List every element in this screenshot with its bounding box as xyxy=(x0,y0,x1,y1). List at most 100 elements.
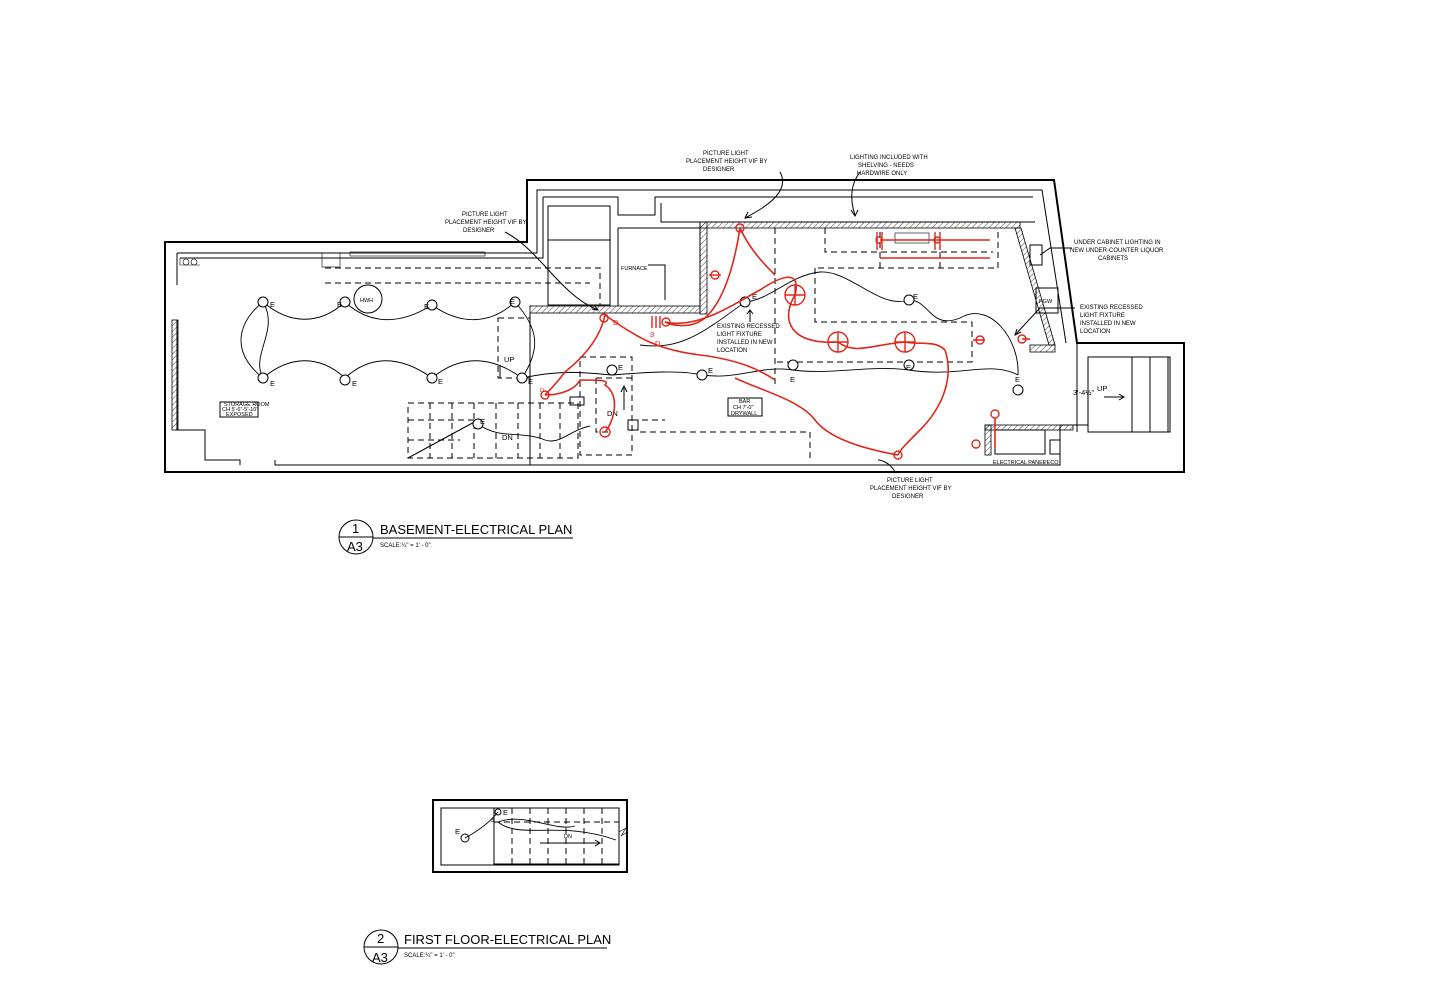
exterior-walls xyxy=(164,179,1185,473)
note-recessed-right-l2: LIGHT FIXTURE xyxy=(1080,313,1125,319)
label-e-7: E xyxy=(438,377,443,386)
stair-height: 3'-4½" xyxy=(1073,388,1095,397)
title-block-basement: 1 A3 BASEMENT-ELECTRICAL PLAN SCALE:¼" =… xyxy=(338,519,573,555)
fixture-e-8 xyxy=(516,372,528,384)
label-dn-basement: DN xyxy=(502,433,513,442)
fixture-e-14 xyxy=(903,294,915,306)
note-recessed-right-l1: EXISTING RECESSED xyxy=(1080,305,1143,311)
note-picture-light-top-l2: PLACEMENT HEIGHT VIF BY xyxy=(686,159,767,165)
label-dn-center: DN xyxy=(607,409,618,418)
dimmer-d-1: D xyxy=(613,318,619,327)
fixture-e-4 xyxy=(509,296,521,308)
note-recessed-right: EXISTING RECESSED LIGHT FIXTURE INSTALLE… xyxy=(1080,305,1143,335)
label-e-1: E xyxy=(270,300,275,309)
sheet-ref-1: A3 xyxy=(347,539,363,554)
note-shelving-l2: SHELVING - NEEDS xyxy=(858,163,914,169)
fixture-e-13 xyxy=(1012,384,1024,396)
note-recessed-center: EXISTING RECESSED LIGHT FIXTURE INSTALLE… xyxy=(717,324,780,354)
label-electrical-panel: ELECTRICAL PANEL xyxy=(993,460,1046,466)
note-recessed-right-l3: INSTALLED IN NEW xyxy=(1080,321,1136,327)
label-hwh: HWH xyxy=(360,298,373,304)
label-3-ff: 3 xyxy=(491,818,494,824)
sheet-ref-2: A3 xyxy=(372,950,388,965)
note-picture-light-left: PICTURE LIGHT PLACEMENT HEIGHT VIF BY DE… xyxy=(445,212,526,234)
first-floor-plan: E E 3 DN xyxy=(432,799,628,873)
note-picture-light-top-l3: DESIGNER xyxy=(703,167,735,173)
note-shelving-l1: LIGHTING INCLUDED WITH xyxy=(850,155,928,161)
note-recessed-center-l3: INSTALLED IN NEW xyxy=(717,340,773,346)
note-picture-light-top: PICTURE LIGHT PLACEMENT HEIGHT VIF BY DE… xyxy=(686,151,767,173)
label-e-ff-1: E xyxy=(455,827,460,836)
label-e-ff-2: E xyxy=(503,808,508,817)
label-e-14: E xyxy=(913,292,918,301)
dimmer-d-3: D xyxy=(540,388,544,394)
fixture-e-2 xyxy=(339,296,351,308)
bar-finish: DRYWALL xyxy=(731,411,757,417)
note-picture-light-bottom-l2: PLACEMENT HEIGHT VIF BY xyxy=(870,486,951,492)
note-picture-light-left-l2: PLACEMENT HEIGHT VIF BY xyxy=(445,220,526,226)
new-circuit xyxy=(544,227,1030,456)
ceiling-soffits xyxy=(774,228,999,385)
label-e-4: E xyxy=(510,297,515,306)
basement-stairs: UP DN DN UP 3'-4½" xyxy=(407,317,1171,459)
label-up-left: UP xyxy=(504,355,514,364)
label-e-11: E xyxy=(790,375,795,384)
note-picture-light-left-l3: DESIGNER xyxy=(463,228,495,234)
existing-circuit xyxy=(240,271,1019,442)
room-tag-storage: STORAGE ROOM CH 5'-6"-5'-10" EXPOSED xyxy=(219,401,270,418)
dimmer-d-2: D xyxy=(655,339,661,348)
bar-name: BAR xyxy=(739,399,750,405)
fixture-e-7 xyxy=(426,372,438,384)
label-peco: PECO xyxy=(1043,460,1059,466)
fixture-new-3 xyxy=(893,450,903,460)
interior-partitions xyxy=(179,205,701,465)
switch-bank xyxy=(661,317,671,327)
room-tag-bar: BAR CH 7'-0" DRYWALL xyxy=(727,397,763,417)
label-e-10: E xyxy=(708,366,713,375)
new-fixtures: D D 3 D xyxy=(540,223,1027,460)
storage-name: STORAGE ROOM xyxy=(224,402,270,408)
fixture-e-5 xyxy=(257,372,269,384)
label-e-15: E xyxy=(752,292,757,301)
label-e-12: E xyxy=(906,363,911,372)
label-up-exterior: UP xyxy=(1097,384,1107,393)
label-dn-ff: DN xyxy=(564,834,572,840)
note-shelving-lighting: LIGHTING INCLUDED WITH SHELVING - NEEDS … xyxy=(850,155,928,177)
note-under-cabinet-l3: CABINETS xyxy=(1098,256,1128,262)
note-picture-light-top-l1: PICTURE LIGHT xyxy=(703,151,749,157)
fixture-new-2 xyxy=(735,223,745,233)
storage-ceiling: CH 5'-6"-5'-10" xyxy=(222,407,258,413)
detail-number-1: 1 xyxy=(352,521,359,536)
three-way-3: 3 xyxy=(650,330,654,339)
label-furnace: FURNACE xyxy=(621,266,648,272)
outlet-6 xyxy=(971,439,981,449)
note-picture-light-left-l1: PICTURE LIGHT xyxy=(462,212,508,218)
outlet-3 xyxy=(975,335,985,345)
label-e-3: E xyxy=(424,302,429,311)
label-e-5: E xyxy=(270,379,275,388)
title-block-first-floor: 2 A3 FIRST FLOOR-ELECTRICAL PLAN SCALE:¼… xyxy=(363,929,611,965)
note-picture-light-bottom-l3: DESIGNER xyxy=(892,494,924,500)
label-pgw: PGW xyxy=(1039,299,1053,305)
note-leaders xyxy=(504,171,1075,473)
water-heater xyxy=(353,284,383,314)
fixture-e-10 xyxy=(696,369,708,381)
label-e-16: E xyxy=(480,417,485,426)
label-e-9: E xyxy=(618,363,623,372)
fixture-e-16 xyxy=(472,418,484,430)
outlet-4 xyxy=(990,409,1000,419)
fixture-e-9 xyxy=(606,364,618,376)
note-recessed-right-l4: LOCATION xyxy=(1080,329,1110,335)
note-under-cabinet: UNDER CABINET LIGHTING IN NEW UNDER-COUN… xyxy=(1070,240,1164,262)
existing-fixtures: E E E E E E E E E E E E E E E E xyxy=(257,292,1024,430)
plan-scale-first-floor: SCALE:¼" = 1' - 0" xyxy=(404,953,455,959)
fixture-e-1 xyxy=(257,296,269,308)
plan-title-first-floor: FIRST FLOOR-ELECTRICAL PLAN xyxy=(404,932,611,947)
storage-finish: EXPOSED xyxy=(226,412,253,418)
note-recessed-center-l1: EXISTING RECESSED xyxy=(717,324,780,330)
outlet-2 xyxy=(1017,334,1027,344)
fixture-e-3 xyxy=(426,299,438,311)
fixture-e-12 xyxy=(903,359,915,371)
fixture-e-6 xyxy=(339,374,351,386)
